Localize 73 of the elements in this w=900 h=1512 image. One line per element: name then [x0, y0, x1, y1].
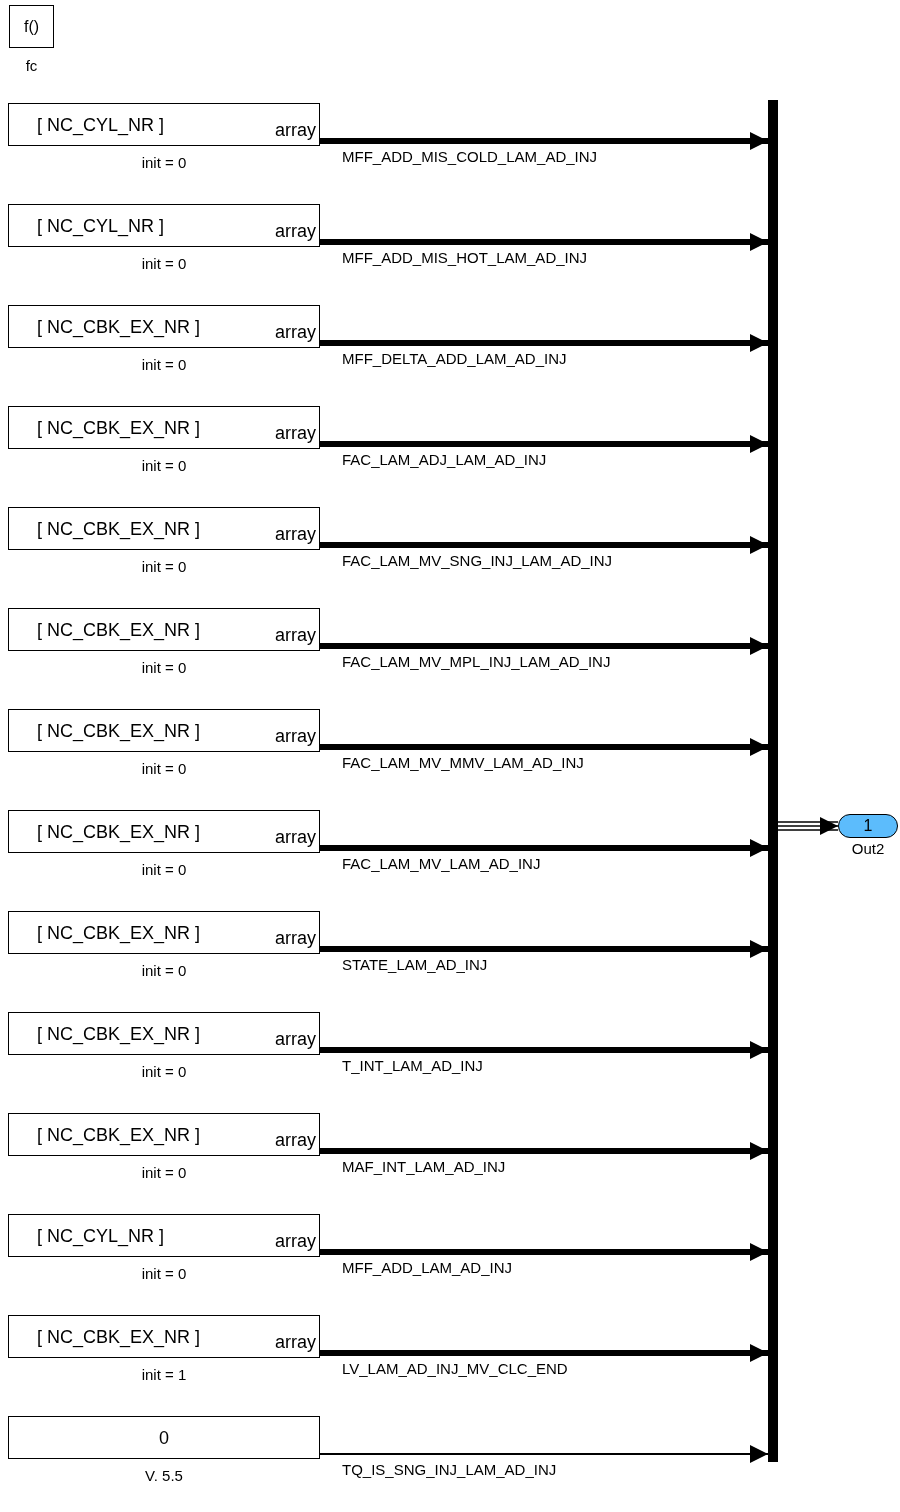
- port-label: array: [275, 1129, 316, 1151]
- data-store-block: [8, 204, 320, 247]
- data-store-block: [8, 608, 320, 651]
- bus-bar: [768, 100, 778, 1462]
- block-caption: init = 0: [141, 962, 187, 980]
- block-caption: init = 0: [141, 356, 187, 374]
- block-caption: init = 0: [141, 760, 187, 778]
- arrow: [320, 132, 768, 150]
- block-label: [ NC_CBK_EX_NR ]: [37, 619, 201, 641]
- block-caption: V. 5.5: [145, 1467, 183, 1485]
- block-label: [ NC_CBK_EX_NR ]: [37, 417, 201, 439]
- block-caption: init = 0: [141, 255, 187, 273]
- block-caption: init = 0: [141, 558, 187, 576]
- block-caption: init = 0: [141, 154, 187, 172]
- block-caption: fc: [25, 57, 38, 75]
- arrow: [320, 435, 768, 453]
- block-label: [ NC_CBK_EX_NR ]: [37, 821, 201, 843]
- data-store-block: [8, 1315, 320, 1358]
- block-label: 0: [159, 1427, 169, 1449]
- data-store-block: [8, 810, 320, 853]
- data-store-block: [8, 1214, 320, 1257]
- block-label: [ NC_CYL_NR ]: [37, 215, 165, 237]
- block-caption: init = 1: [141, 1366, 187, 1384]
- arrow: [320, 1041, 768, 1059]
- block-label: [ NC_CBK_EX_NR ]: [37, 1023, 201, 1045]
- arrow: [320, 536, 768, 554]
- port-label: array: [275, 927, 316, 949]
- block-caption: init = 0: [141, 1265, 187, 1283]
- data-store-block: [8, 305, 320, 348]
- bus-arrow: [777, 817, 839, 835]
- block-caption: Out2: [851, 840, 885, 858]
- block-caption: init = 0: [141, 1164, 187, 1182]
- port-label: array: [275, 422, 316, 444]
- port-label: array: [275, 119, 316, 141]
- port-label: array: [275, 826, 316, 848]
- arrow: [320, 839, 768, 857]
- port-label: array: [275, 624, 316, 646]
- data-store-block: [8, 406, 320, 449]
- port-label: array: [275, 321, 316, 343]
- arrow: [320, 334, 768, 352]
- arrow: [320, 1142, 768, 1160]
- block-caption: init = 0: [141, 457, 187, 475]
- data-store-block: [8, 103, 320, 146]
- port-label: array: [275, 725, 316, 747]
- arrow: [320, 1243, 768, 1261]
- port-label: array: [275, 523, 316, 545]
- arrow: [320, 1344, 768, 1362]
- arrow: [320, 637, 768, 655]
- data-store-block: [8, 507, 320, 550]
- port-label: array: [275, 1331, 316, 1353]
- block-label: [ NC_CYL_NR ]: [37, 1225, 165, 1247]
- port-label: array: [275, 1028, 316, 1050]
- arrow: [320, 940, 768, 958]
- block-label: [ NC_CBK_EX_NR ]: [37, 1124, 201, 1146]
- data-store-block: [8, 1113, 320, 1156]
- block-caption: init = 0: [141, 1063, 187, 1081]
- block-label: [ NC_CBK_EX_NR ]: [37, 720, 201, 742]
- block-label: [ NC_CBK_EX_NR ]: [37, 518, 201, 540]
- block-caption: init = 0: [141, 861, 187, 879]
- port-label: array: [275, 220, 316, 242]
- data-store-block: [8, 911, 320, 954]
- data-store-block: [8, 709, 320, 752]
- block-label: [ NC_CYL_NR ]: [37, 114, 165, 136]
- block-label: [ NC_CBK_EX_NR ]: [37, 922, 201, 944]
- data-store-block: [8, 1416, 320, 1459]
- port-label: array: [275, 1230, 316, 1252]
- data-store-block: [8, 1012, 320, 1055]
- arrow: [320, 233, 768, 251]
- block-label: [ NC_CBK_EX_NR ]: [37, 316, 201, 338]
- block-caption: init = 0: [141, 659, 187, 677]
- block-label: [ NC_CBK_EX_NR ]: [37, 1326, 201, 1348]
- arrow: [320, 738, 768, 756]
- function-call-block: f(): [9, 5, 54, 48]
